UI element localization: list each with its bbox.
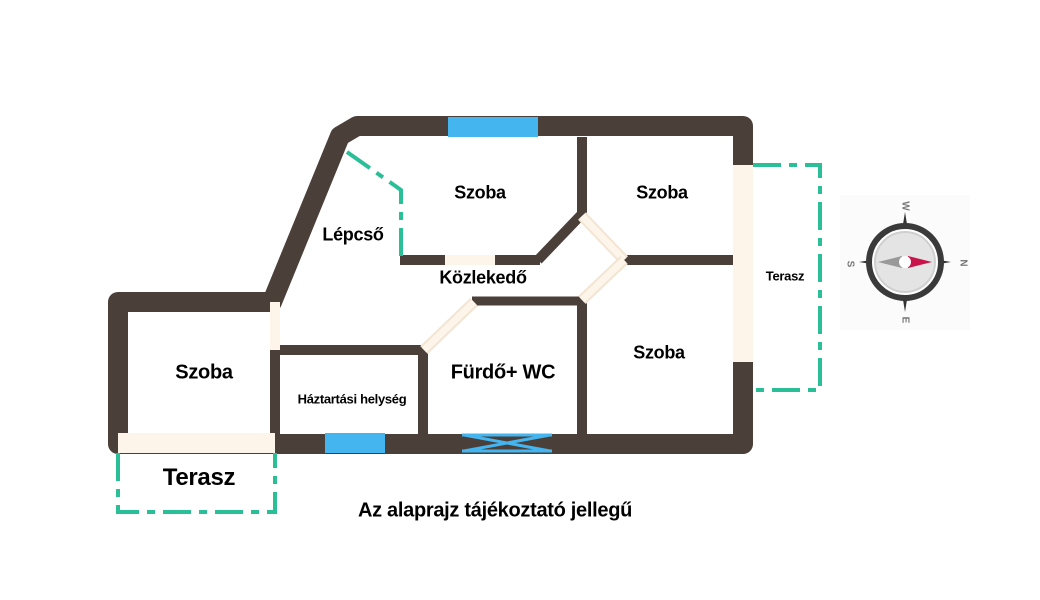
terrace-right-outline — [753, 163, 822, 392]
outer-wall — [108, 116, 753, 454]
door-left-room — [270, 302, 280, 350]
terraces-outline — [116, 150, 822, 514]
stair-line — [345, 150, 403, 260]
door-top-room — [445, 255, 495, 265]
walls — [108, 116, 753, 454]
window-bottom — [325, 433, 385, 453]
wall — [534, 210, 586, 264]
room-label: Szoba — [633, 342, 685, 363]
door-diagonal — [579, 257, 627, 303]
compass: W E S N — [840, 195, 970, 330]
terrace-bottom-outline — [116, 453, 277, 514]
room-label: Terasz — [765, 268, 805, 284]
compass-north: N — [957, 259, 969, 267]
room-label: Háztartási helység — [297, 391, 407, 407]
compass-east: E — [899, 316, 911, 324]
room-label: Szoba — [175, 361, 233, 384]
door-terrace-bottom — [118, 433, 275, 453]
caption: Az alaprajz tájékoztató jellegű — [357, 499, 633, 522]
room-label: Közlekedő — [439, 267, 527, 288]
compass-icon — [859, 212, 951, 312]
windows — [325, 117, 552, 453]
compass-south: S — [844, 260, 856, 268]
doors — [118, 165, 753, 453]
door-terrace-right — [733, 165, 753, 362]
room-label: Fürdő+ WC — [450, 361, 556, 384]
door-diagonal — [421, 299, 477, 353]
compass-west: W — [899, 201, 911, 211]
room-label: Szoba — [454, 182, 506, 203]
door-diagonal — [579, 213, 627, 263]
room-label: Szoba — [636, 182, 688, 203]
window-top — [448, 117, 538, 137]
room-label: Lépcső — [322, 224, 384, 245]
room-label: Terasz — [162, 464, 236, 491]
window-bathroom — [462, 433, 552, 453]
